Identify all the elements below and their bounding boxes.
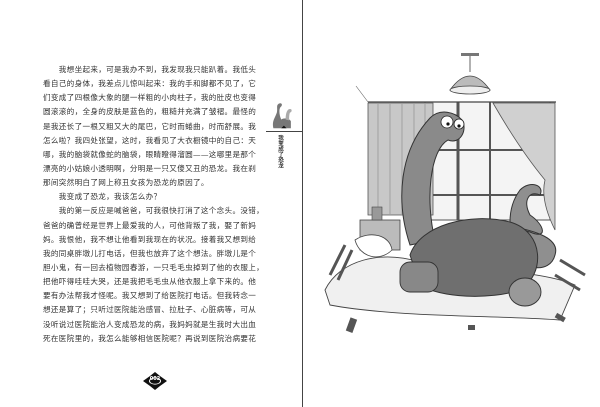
text-line: 胆小鬼，有一回去植物园春游，一只毛毛虫掉到了他的衣服上， <box>43 262 265 272</box>
page-number-badge <box>143 372 167 390</box>
text-line: 怎么啦？我四处张望，这时，我看见了大衣橱镜中的自己：天 <box>43 135 257 145</box>
text-line: 我想坐起来，可是我办不到，我发现我只能趴着。我低头 <box>43 65 257 74</box>
text-line: 妈。我恨他，我不想让他看到我现在的状况。接着我又想到给 <box>43 234 257 244</box>
text-line: 们变成了四根像大象的腿一样粗的小肉柱子，我的肚皮也变得 <box>43 93 257 103</box>
text-line: 我变成了恐龙，我该怎么办？ <box>43 192 162 202</box>
dinosaur-tail <box>499 184 557 269</box>
text-line: 哪，我的脑袋就像蛇的脑袋，眼睛瞪得溜圆——这哪里是那个 <box>43 149 257 159</box>
text-line: 那间突然明白了网上称丑女孩为恐龙的原因了。 <box>43 178 209 188</box>
left-page: 我想坐起来，可是我办不到，我发现我只能趴着。我低头 看自己的身体，我差点儿惊叫起… <box>43 63 302 390</box>
running-head: 我变成了恐龙 <box>277 135 283 168</box>
text-line: 死在医院里的，我怎么能够相信医院呢？再说到医院治病要花 <box>43 333 257 343</box>
body-text: 我想坐起来，可是我办不到，我发现我只能趴着。我低头 看自己的身体，我差点儿惊叫起… <box>43 63 265 346</box>
running-head-rule <box>266 131 302 132</box>
text-line: 是我还长了一根又粗又大的尾巴，它时而蜷曲，时而舒展。我 <box>43 121 257 131</box>
right-curtain <box>492 102 556 231</box>
dinosaur-body <box>409 218 539 297</box>
pillow <box>354 234 393 258</box>
dinosaur-icon <box>272 103 292 129</box>
page-number: 002 <box>149 376 161 382</box>
text-line: 我的第一反应是喊爸爸，可我很快打消了这个念头。没错， <box>43 206 265 216</box>
gutter-line <box>302 0 303 407</box>
text-line: 我的同桌胖墩儿打电话，但我也放弃了这个想法。胖墩儿是个 <box>43 248 257 258</box>
text-line: 要有办法帮我才怪呢。我又想到了给医院打电话。但我转念一 <box>43 291 257 301</box>
text-line: 爸爸的确曾经是世界上最爱我的人，可他背叛了我，娶了新妈 <box>43 220 257 230</box>
text-line: 看自己的身体，我差点儿惊叫起来：我的手和脚都不见了，它 <box>43 79 257 89</box>
ceiling-lamp <box>449 53 491 95</box>
text-line: 把他吓得哇哇大哭，还是我把毛毛虫从他衣服上拿下来的。他 <box>43 277 257 287</box>
text-line: 想还是算了；只听过医院能治感冒、拉肚子、心脏病等，可从 <box>43 305 257 315</box>
text-line: 漂亮的小姑娘小透明啊，分明是一只又傻又丑的恐龙。我在刹 <box>43 163 257 173</box>
text-line: 没听说过医院能治人变成恐龙的病，我妈妈就是生我时大出血 <box>43 319 257 329</box>
text-line: 圆滚滚的，全身的皮肤是蓝色的，粗糙并充满了皱褶。最怪的 <box>43 107 257 117</box>
dinosaur-bedroom-illustration <box>324 53 586 333</box>
